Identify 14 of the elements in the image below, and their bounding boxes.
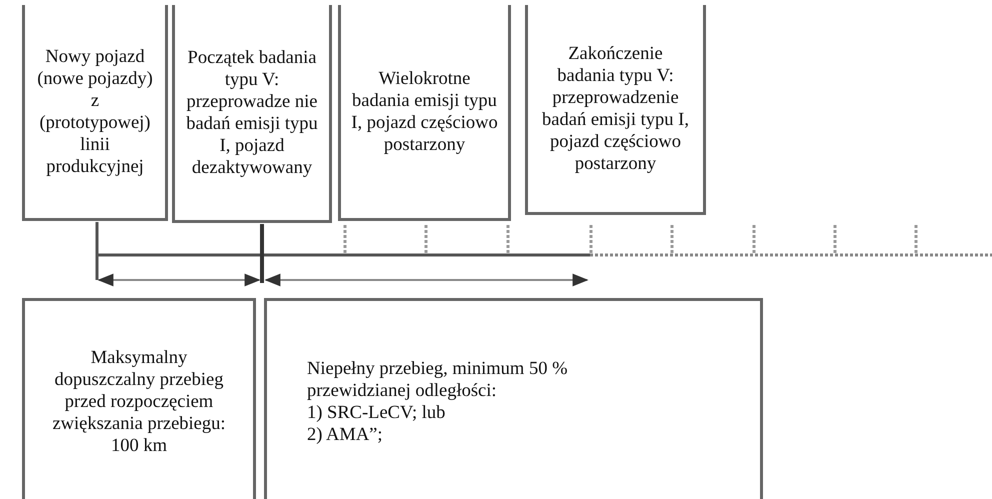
box-text: Maksymalny dopuszczalny przebieg przed rozpoczęciem zwiększania przebiegu: 100 km: [51, 347, 227, 457]
box-text: Zakończenie badania typu V: przeprowadzenie badań emisji typu I, pojazd częściowo postarzony: [541, 42, 690, 174]
box-text: Nowy pojazd (nowe pojazdy) z (prototypowej) linii produkcyjnej: [36, 46, 154, 178]
box-text: Wielokrotne badania emisji typu I, pojazd częściowo postarzony: [351, 68, 498, 156]
list-item: 2) AMA”;: [307, 424, 383, 446]
text-box: [525, 5, 706, 215]
text-box: [338, 5, 511, 221]
text-box: [264, 298, 763, 499]
box-text: Początek badania typu V: przeprowadze nie badań emisji typu I, pojazd dezaktywowany: [185, 46, 319, 178]
text-box: [22, 5, 168, 221]
text-box: [22, 298, 256, 499]
list-item: 1) SRC-LeCV; lub: [307, 402, 446, 424]
text-box: [172, 5, 332, 223]
box-text: Niepełny przebieg, minimum 50 % przewidzianej odległości:: [307, 358, 568, 402]
